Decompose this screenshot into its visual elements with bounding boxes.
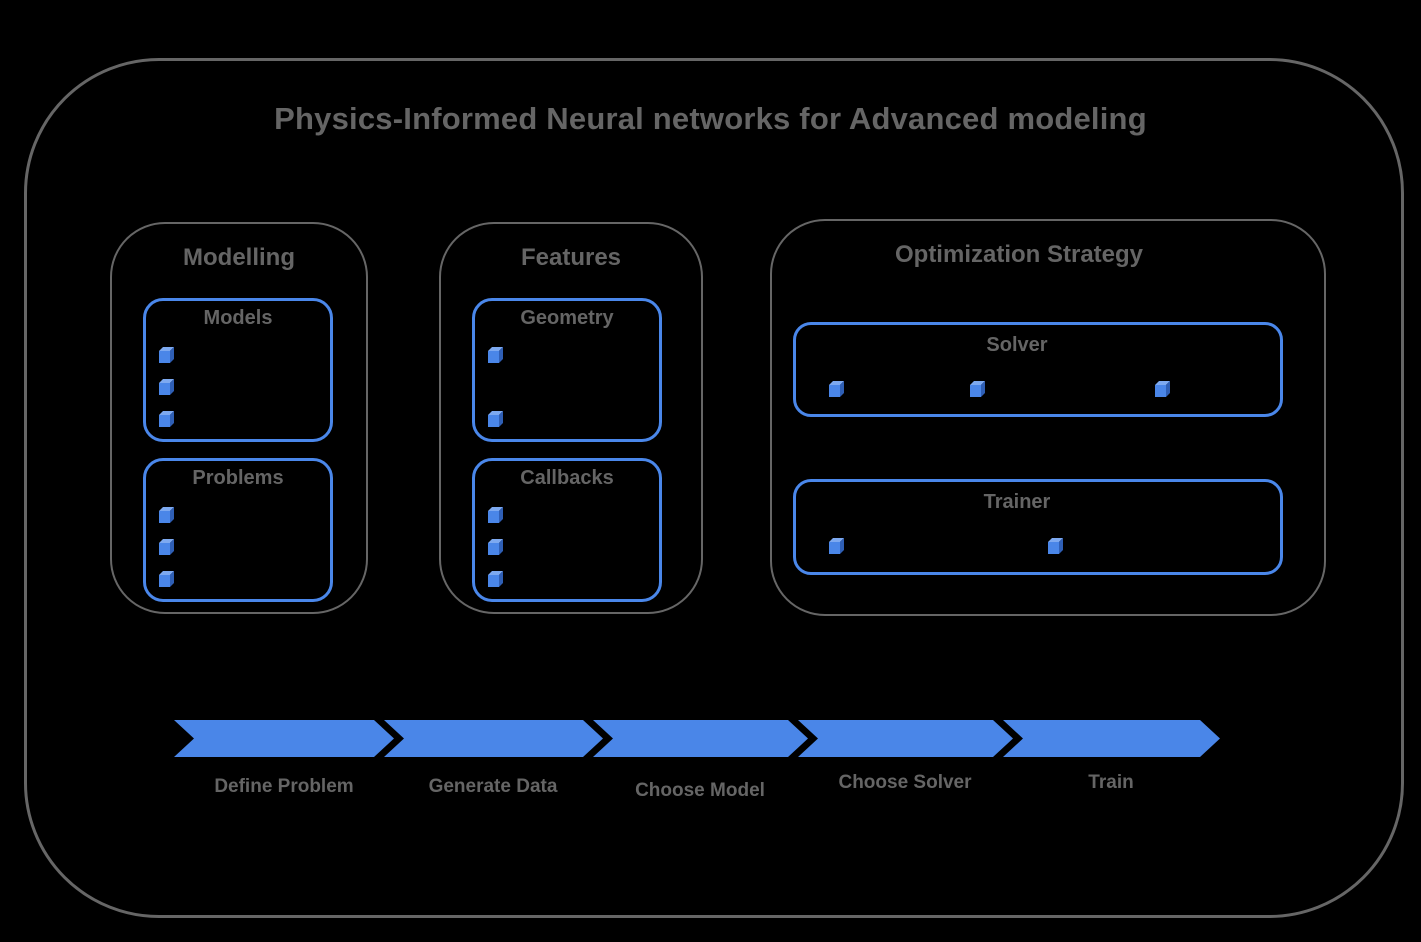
flow-step-label-choose-solver: Choose Solver — [838, 772, 972, 793]
group-modelling-title: Modelling — [183, 244, 295, 271]
group-optimization-strategy-title: Optimization Strategy — [894, 241, 1144, 268]
cube-icon — [158, 506, 175, 523]
cube-icon — [487, 410, 504, 427]
box-problems-title: Problems — [192, 467, 284, 489]
box-callbacks-bullet-list — [487, 506, 507, 590]
cube-icon — [487, 570, 504, 587]
cube-icon — [487, 506, 504, 523]
box-callbacks-title: Callbacks — [520, 467, 614, 489]
group-features: Features — [439, 222, 703, 614]
box-solver-bullet-list — [828, 380, 1248, 400]
cube-icon — [969, 380, 986, 397]
diagram-outer-frame — [24, 58, 1404, 918]
cube-icon — [158, 538, 175, 555]
cube-icon — [158, 410, 175, 427]
box-problems: Problems — [143, 458, 333, 602]
cube-icon — [487, 538, 504, 555]
flow-step-label-train: Train — [1088, 772, 1134, 793]
group-features-title: Features — [520, 244, 622, 271]
flow-segment-3 — [593, 720, 808, 757]
flow-step-label-define-problem: Define Problem — [214, 776, 354, 797]
box-models-title: Models — [203, 307, 273, 329]
cube-icon — [828, 537, 845, 554]
cube-icon — [158, 346, 175, 363]
diagram-title: Physics-Informed Neural networks for Adv… — [274, 101, 1147, 136]
flow-segment-2 — [384, 720, 603, 757]
box-models-bullet-list — [158, 346, 178, 430]
group-optimization-strategy: Optimization Strategy — [770, 219, 1326, 616]
box-trainer: Trainer — [793, 479, 1283, 575]
cube-icon — [1154, 380, 1171, 397]
flow-segment-5 — [1003, 720, 1220, 757]
box-geometry: Geometry — [472, 298, 662, 442]
box-geometry-bullet-list — [487, 346, 507, 430]
box-trainer-bullet-list — [828, 537, 1248, 557]
flow-step-label-choose-model: Choose Model — [635, 780, 765, 801]
flow-segment-1 — [174, 720, 394, 757]
box-problems-bullet-list — [158, 506, 178, 590]
box-geometry-title: Geometry — [520, 307, 614, 329]
flow-segment-4 — [798, 720, 1013, 757]
box-models: Models — [143, 298, 333, 442]
box-solver: Solver — [793, 322, 1283, 417]
cube-icon — [1047, 537, 1064, 554]
box-solver-title: Solver — [986, 334, 1048, 356]
box-callbacks: Callbacks — [472, 458, 662, 602]
cube-icon — [158, 378, 175, 395]
cube-icon — [828, 380, 845, 397]
box-trainer-title: Trainer — [983, 491, 1051, 513]
group-modelling: Modelling — [110, 222, 368, 614]
flow-step-label-generate-data: Generate Data — [428, 776, 558, 797]
process-flow-arrow — [174, 720, 1220, 757]
cube-icon — [487, 346, 504, 363]
cube-icon — [158, 570, 175, 587]
